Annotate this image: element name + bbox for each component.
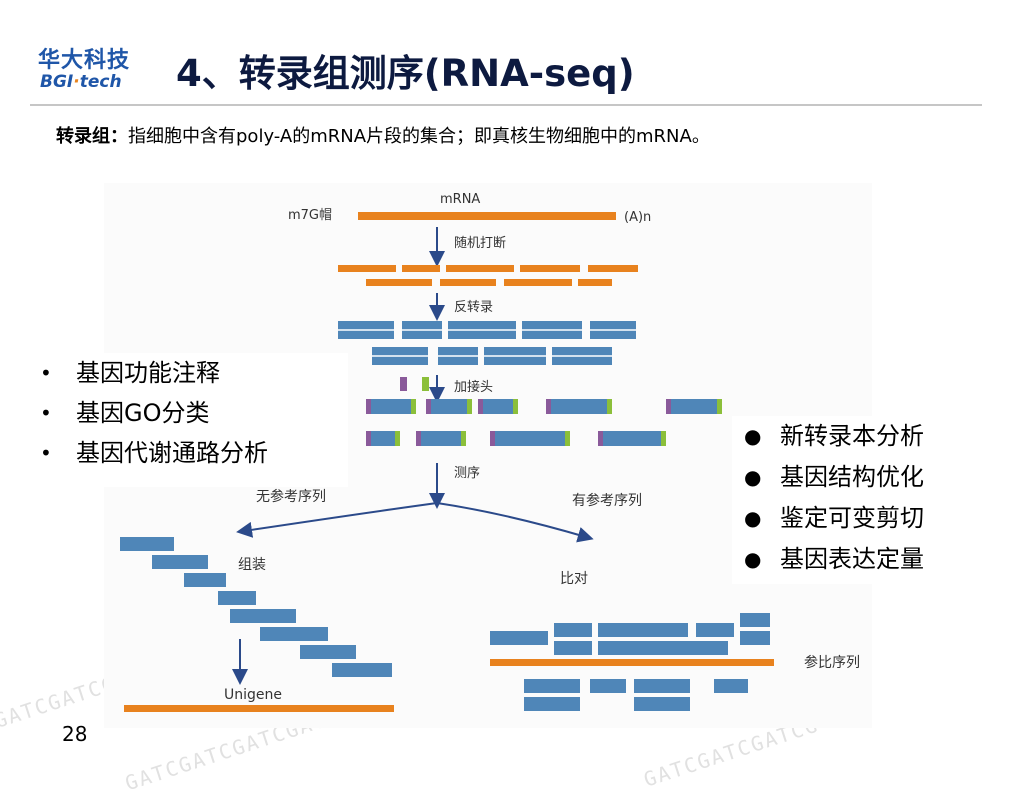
step4-label: 测序	[454, 466, 480, 481]
polya-label: (A)n	[624, 210, 651, 225]
mrna-fragments	[338, 265, 638, 286]
analysis-without-reference-box: • 基因功能注释 • 基因GO分类 • 基因代谢通路分析	[28, 353, 348, 487]
list-item-text: 基因表达定量	[780, 545, 924, 573]
bullet-dot-icon: •	[40, 361, 52, 385]
definition-term: 转录组：	[56, 126, 128, 147]
branch-right-arrow	[436, 502, 594, 543]
cdna-fragments	[338, 321, 636, 365]
pipeline-svg: m7G帽 mRNA (A)n 随机打断 反转录	[120, 192, 860, 712]
definition-body: 指细胞中含有poly-A的mRNA片段的集合；即真核生物细胞中的mRNA。	[128, 126, 710, 147]
aligned-reads-below	[524, 679, 748, 711]
bullet-dot-icon: ●	[744, 424, 762, 448]
list-item: • 基因代谢通路分析	[28, 433, 348, 473]
step1-label: 随机打断	[454, 236, 506, 251]
assemble-label: 组装	[238, 557, 266, 573]
cap-label: m7G帽	[288, 207, 332, 223]
page-number: 28	[62, 722, 88, 746]
mrna-label: mRNA	[440, 192, 480, 207]
mrna-strand	[358, 212, 616, 220]
slide-title: 4、转录组测序(RNA-seq)	[176, 52, 635, 95]
unigene-label: Unigene	[224, 687, 282, 703]
align-label: 比对	[560, 571, 588, 587]
branch-left-label: 无参考序列	[256, 488, 326, 505]
list-item: ● 基因结构优化	[732, 457, 994, 498]
bullet-dot-icon: •	[40, 441, 52, 465]
adapter-purple-legend	[400, 377, 407, 391]
list-item-text: 基因功能注释	[76, 359, 220, 387]
list-item: ● 基因表达定量	[732, 539, 994, 580]
bullet-dot-icon: ●	[744, 506, 762, 530]
logo-bgi: BGI	[40, 72, 74, 92]
reference-line	[490, 659, 774, 666]
logo-english-text: BGI·tech	[40, 72, 122, 92]
assembly-reads	[120, 537, 392, 677]
analysis-with-reference-box: ● 新转录本分析 ● 基因结构优化 ● 鉴定可变剪切 ● 基因表达定量	[732, 416, 994, 584]
list-item: ● 新转录本分析	[732, 416, 994, 457]
unigene-line	[124, 705, 394, 712]
aligned-reads-above	[490, 613, 770, 655]
branch-right-label: 有参考序列	[572, 492, 642, 509]
adapter-ligated-fragments	[366, 399, 722, 446]
dna-watermark-left: GATCGATCG	[0, 671, 119, 733]
title-divider	[30, 104, 982, 106]
logo-dot: ·	[73, 72, 80, 92]
adapter-green-legend	[422, 377, 429, 391]
logo-tech: tech	[79, 72, 122, 92]
list-item-text: 基因结构优化	[780, 463, 924, 491]
reference-label: 参比序列	[804, 654, 860, 671]
company-logo: 华大科技 BGI·tech	[38, 42, 150, 98]
bullet-dot-icon: ●	[744, 547, 762, 571]
list-item-text: 鉴定可变剪切	[780, 504, 924, 532]
list-item-text: 基因GO分类	[76, 399, 210, 427]
list-item: ● 鉴定可变剪切	[732, 498, 994, 539]
logo-chinese-text: 华大科技	[38, 48, 131, 73]
list-item: • 基因GO分类	[28, 393, 348, 433]
bullet-dot-icon: ●	[744, 465, 762, 489]
definition-line: 转录组：指细胞中含有poly-A的mRNA片段的集合；即真核生物细胞中的mRNA…	[56, 122, 710, 148]
list-item: • 基因功能注释	[28, 353, 348, 393]
left-bullet-list: • 基因功能注释 • 基因GO分类 • 基因代谢通路分析	[28, 353, 348, 473]
step3-label: 加接头	[454, 379, 493, 395]
branch-left-arrow	[236, 502, 438, 538]
step2-label: 反转录	[454, 300, 493, 315]
list-item-text: 基因代谢通路分析	[76, 439, 268, 467]
list-item-text: 新转录本分析	[780, 422, 924, 450]
right-bullet-list: ● 新转录本分析 ● 基因结构优化 ● 鉴定可变剪切 ● 基因表达定量	[732, 416, 994, 580]
bullet-dot-icon: •	[40, 401, 52, 425]
